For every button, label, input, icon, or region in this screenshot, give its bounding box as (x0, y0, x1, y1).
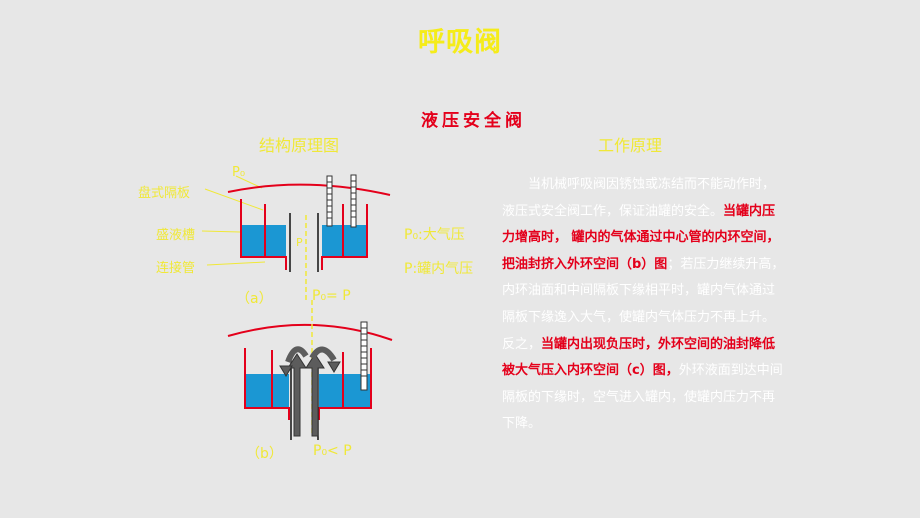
diagram-a (227, 174, 391, 300)
leader-lines (201, 175, 266, 266)
page-title: 呼吸阀 (418, 27, 502, 58)
label-p0-desc: P₀:大气压 (404, 227, 465, 243)
text-segment-highlight: 当罐内压力增高时， 罐内的气体通过中心管的内环空间， 把油封挤入外环空间（b）图 (502, 203, 780, 272)
label-pipe: 连接管 (156, 261, 196, 276)
equation-b: P₀< P (313, 443, 352, 459)
label-tank: 盛液槽 (156, 228, 196, 243)
label-p0-top: P₀ (232, 165, 246, 180)
working-paragraph: 当机械呼吸阀因锈蚀或冻结而不能动作时，液压式安全阀工作，保证油罐的安全。当罐内压… (502, 172, 785, 438)
caption-a: （a） (236, 291, 273, 307)
structure-header: 结构原理图 (259, 136, 340, 155)
label-cover: 盘式隔板 (138, 186, 191, 201)
working-header: 工作原理 (598, 136, 663, 155)
label-center: P (296, 236, 303, 249)
label-p-desc: P:罐内气压 (404, 261, 474, 277)
flow-arrows (279, 346, 341, 437)
caption-b: （b） (246, 446, 283, 462)
text-segment: 当机械呼吸阀因锈蚀或冻结而不能动作时，液压式安全阀工作，保证油罐的安全。 (502, 177, 776, 219)
page-subtitle: 液压安全阀 (421, 111, 526, 131)
equation-a: P₀= P (312, 288, 351, 304)
text-segment: 外环液面到达中间隔板的下缘时，空气进入罐内，使罐内压力不再下降。 (502, 363, 783, 432)
text-segment-highlight: 当罐内出现负压时，外环空间的油封降低被大气压入内环空间（c）图， (502, 336, 776, 379)
diagram-b (227, 300, 393, 440)
text-segment: ；若压力继续升高，内环油面和中间隔板下缘相平时，罐内气体通过隔板下缘逸入大气，使… (502, 256, 785, 352)
